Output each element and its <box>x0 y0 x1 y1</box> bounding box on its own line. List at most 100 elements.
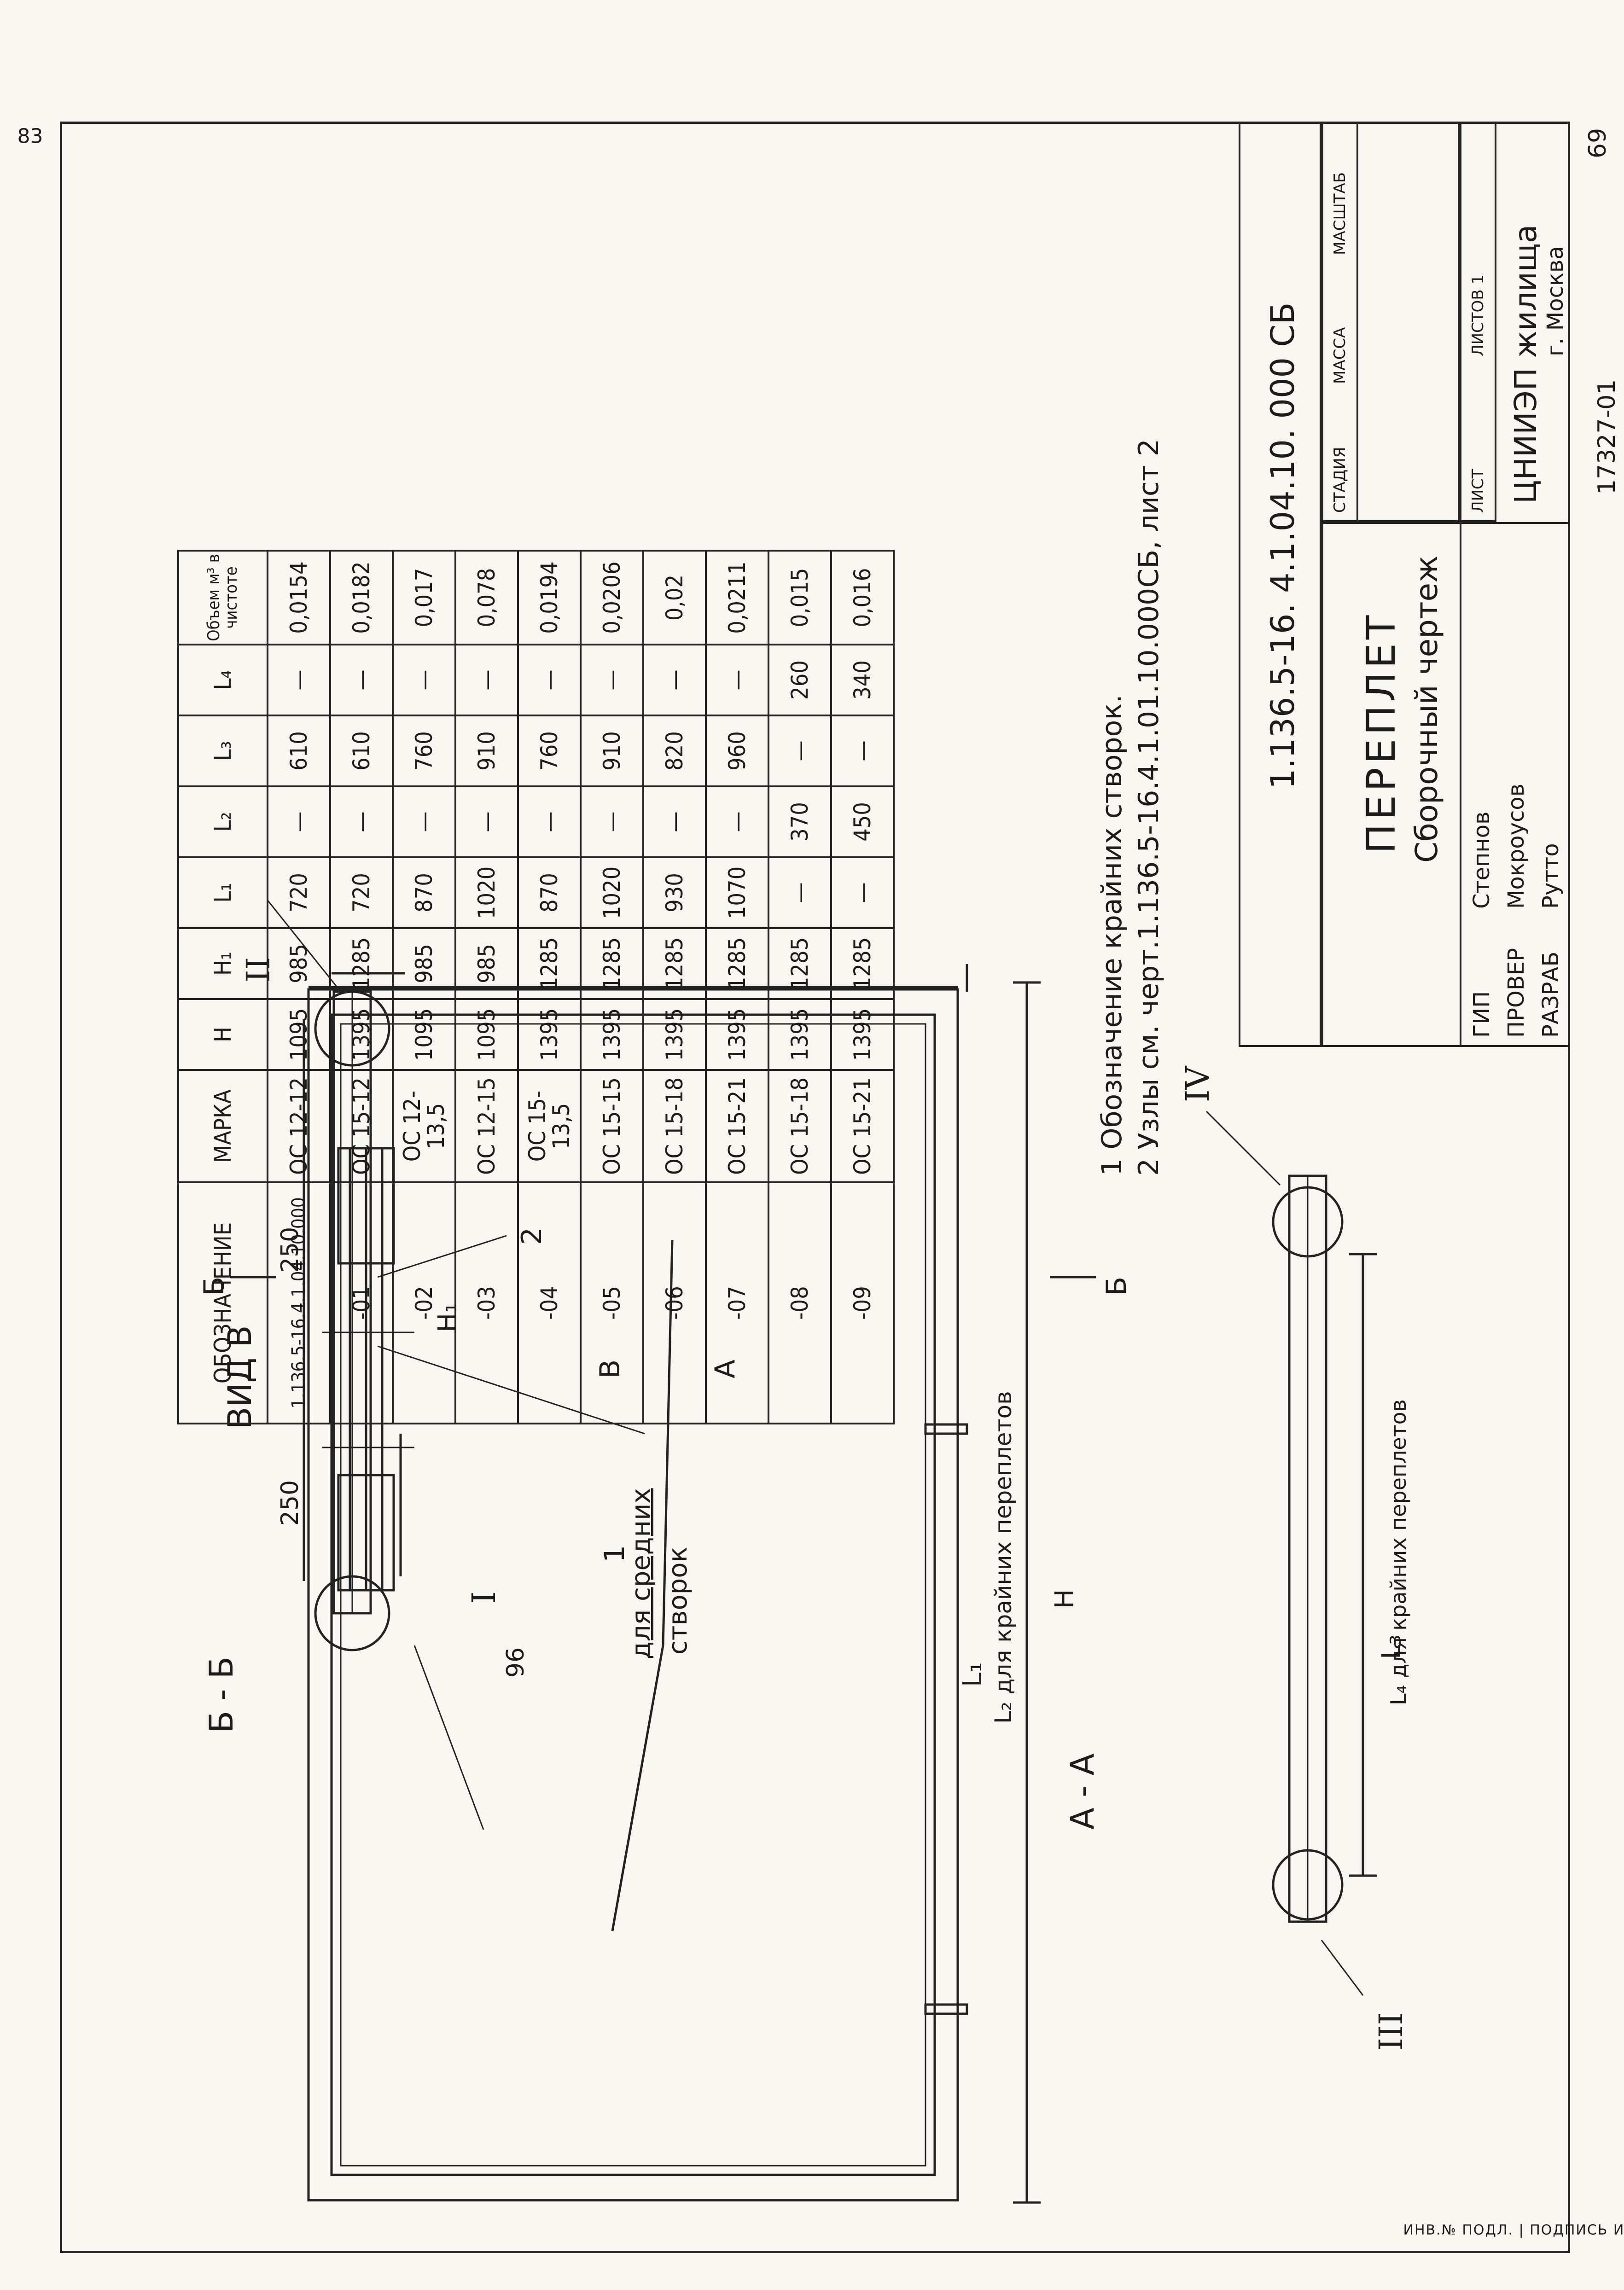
spec-cell: ОС 12-12 <box>268 1070 330 1182</box>
spec-cell: 985 <box>268 928 330 999</box>
spec-cell: -08 <box>768 1182 831 1424</box>
spec-cell: 910 <box>455 715 518 786</box>
spec-cell: 0,02 <box>643 551 706 645</box>
spec-cell: 1395 <box>768 999 831 1070</box>
spec-cell: 1395 <box>831 999 894 1070</box>
role-name: Рутто <box>1538 843 1564 909</box>
spec-cell: 960 <box>706 715 768 786</box>
spec-cell: 1285 <box>768 928 831 999</box>
spec-cell: -09 <box>831 1182 894 1424</box>
city: г. Москва <box>1543 246 1568 356</box>
spec-cell: 1095 <box>455 999 518 1070</box>
mass-label: МАССА <box>1331 327 1349 384</box>
spec-cell: — <box>581 645 643 715</box>
spec-cell: 870 <box>393 857 455 928</box>
spec-cell: — <box>268 786 330 857</box>
spec-cell: 1395 <box>330 999 393 1070</box>
spec-cell: 760 <box>518 715 581 786</box>
node-III: III <box>1372 2012 1410 2051</box>
spec-cell: — <box>455 645 518 715</box>
spec-cell: — <box>643 645 706 715</box>
page-no: 69 <box>1584 128 1612 158</box>
spec-cell: 820 <box>643 715 706 786</box>
col-h: H <box>178 999 268 1070</box>
spec-cell: 870 <box>518 857 581 928</box>
spec-cell: 0,017 <box>393 551 455 645</box>
spec-cell: 1020 <box>455 857 518 928</box>
col-l4: L₄ <box>178 645 268 715</box>
spec-cell: 0,0211 <box>706 551 768 645</box>
node-IV: IV <box>1179 1066 1217 1102</box>
spec-cell: 1395 <box>706 999 768 1070</box>
inventory-no: 17327-01 <box>1593 379 1621 494</box>
spec-cell: -05 <box>581 1182 643 1424</box>
spec-cell: 1095 <box>268 999 330 1070</box>
spec-cell: 1285 <box>330 928 393 999</box>
spec-cell: ОС 12-13,5 <box>393 1070 455 1182</box>
dim-L1: L₁ <box>958 1662 988 1687</box>
mid-sash-label-1: для средних <box>626 1488 656 1659</box>
spec-cell: 610 <box>330 715 393 786</box>
col-l1: L₁ <box>178 857 268 928</box>
subtitle: Сборочный чертеж <box>1409 555 1444 863</box>
spec-cell: — <box>268 645 330 715</box>
title-block: 1.136.5-16. 4.1.04.10. 000 СБ ПЕРЕПЛЕТ С… <box>1239 122 1570 1047</box>
spec-cell: 0,0206 <box>581 551 643 645</box>
spec-cell: — <box>330 645 393 715</box>
spec-cell: 450 <box>831 786 894 857</box>
spec-cell: 1395 <box>581 999 643 1070</box>
organization: ЦНИИЭП жилища <box>1508 224 1543 504</box>
spec-cell: — <box>706 786 768 857</box>
spec-cell: ОС 15-21 <box>831 1070 894 1182</box>
spec-cell: 1395 <box>643 999 706 1070</box>
spec-cell: 720 <box>268 857 330 928</box>
spec-cell: — <box>393 645 455 715</box>
sash-inner-frame <box>330 1013 936 2176</box>
spec-cell: ОС 15-21 <box>706 1070 768 1182</box>
role-name: Мокроусов <box>1503 783 1529 909</box>
spec-cell: 760 <box>393 715 455 786</box>
spec-cell: 0,078 <box>455 551 518 645</box>
spec-header-row: ОБОЗНАЧЕНИЕ МАРКА H H₁ L₁ L₂ L₃ L₄ Объем… <box>178 551 268 1424</box>
role-label: РАЗРАБ <box>1538 951 1564 1038</box>
spec-cell: ОС 15-15 <box>581 1070 643 1182</box>
spec-cell: -07 <box>706 1182 768 1424</box>
spec-cell: — <box>455 786 518 857</box>
col-l3: L₃ <box>178 715 268 786</box>
stage-label: СТАДИЯ <box>1331 447 1349 513</box>
spec-cell: ОС 12-15 <box>455 1070 518 1182</box>
spec-cell: — <box>518 786 581 857</box>
sheet-label: ЛИСТ <box>1469 469 1487 513</box>
spec-cell: 340 <box>831 645 894 715</box>
spec-cell: 1285 <box>581 928 643 999</box>
spec-cell: 1070 <box>706 857 768 928</box>
col-mark: МАРКА <box>178 1070 268 1182</box>
spec-cell: 720 <box>330 857 393 928</box>
section-aa-label: А - А <box>1064 1753 1101 1830</box>
spec-cell: 1285 <box>831 928 894 999</box>
spec-cell: ОС 15-12 <box>330 1070 393 1182</box>
spec-cell: — <box>768 857 831 928</box>
spec-cell: -03 <box>455 1182 518 1424</box>
spec-cell: 910 <box>581 715 643 786</box>
col-h1: H₁ <box>178 928 268 999</box>
scale-label: МАСШТАБ <box>1331 172 1349 255</box>
spec-cell: 985 <box>455 928 518 999</box>
col-designation: ОБОЗНАЧЕНИЕ <box>178 1182 268 1424</box>
dim-250-top: 250 <box>276 1480 304 1526</box>
col-l2: L₂ <box>178 786 268 857</box>
spec-cell: ОС 15-13,5 <box>518 1070 581 1182</box>
spec-cell: 1095 <box>393 999 455 1070</box>
spec-cell: — <box>581 786 643 857</box>
spec-cell: 1285 <box>643 928 706 999</box>
note-1: 1 Обозначение крайних створок. <box>1096 694 1128 1176</box>
